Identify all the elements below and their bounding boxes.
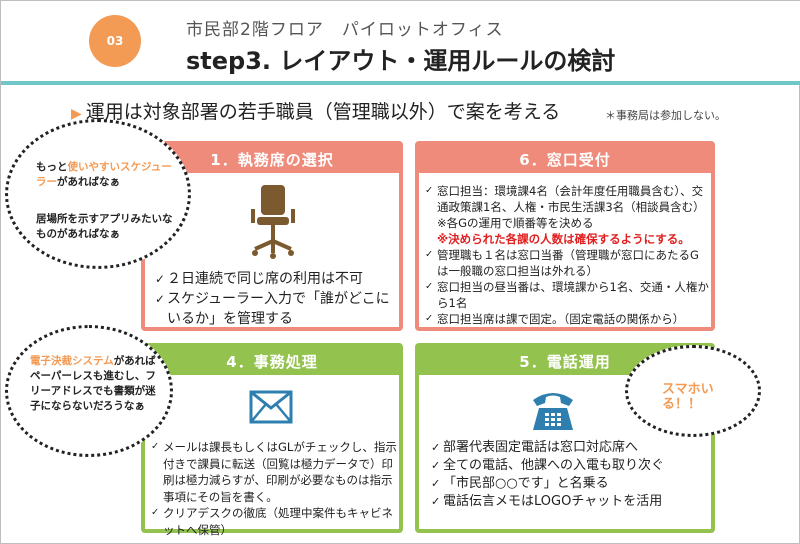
panel-paperwork: 4．事務処理 メールは課長もしくはGLがチェックし、指示付きで課員に転送（回覧は… [141, 343, 403, 537]
cloud-text: スマホいる！！ [662, 382, 714, 412]
list-item: スケジューラー入力で「誰がどこにいるか」を管理する [155, 289, 399, 329]
header-rule [1, 81, 800, 85]
cloud-text: もっと使いやすいスケジューラーがあればなぁ [36, 160, 176, 190]
office-chair-icon [245, 183, 301, 259]
thought-cloud-e-approval: 電子決裁システムがあればペーパーレスも進むし、フリーアドレスでも書類が迷子になら… [5, 325, 173, 457]
list-alert: ※決められた各課の人数は確保するようにする。 [437, 232, 690, 246]
lead-line: ▶運用は対象部署の若手職員（管理職以外）で案を考える [71, 97, 560, 124]
list-item: メールは課長もしくはGLがチェックし、指示付きで課員に転送（回覧は極力データで）… [151, 439, 399, 505]
list-item: 電話伝言メモはLOGOチャットを活用 [431, 493, 707, 511]
cloud-highlight: 使いやすいスケジューラー [36, 161, 172, 188]
rule-list: ２日連続で同じ席の利用は不可 スケジューラー入力で「誰がどこにいるか」を管理する [155, 269, 399, 329]
rule-list: 窓口担当：環境課4名（会計年度任用職員含む）、交通政策課1名、人権・市民生活課3… [425, 183, 709, 327]
page-number-badge: 03 [89, 15, 141, 67]
list-item: 窓口担当席は課で固定。（固定電話の関係から） [425, 311, 709, 327]
thought-cloud-smartphone: スマホいる！！ [625, 345, 761, 437]
cloud-text-part: があればなぁ [57, 176, 120, 188]
lead-note: ＊事務局は参加しない。 [605, 109, 726, 122]
panel-seat-selection: 1．執務席の選択 ２日連続で同じ席の利用は不可 スケジューラー入力で「誰がどこに… [141, 141, 403, 331]
list-item: 全ての電話、他課への入電も取り次ぐ [431, 457, 707, 475]
list-item: 管理職も１名は窓口当番（管理職が窓口にあたるGは一般職の窓口担当は外れる） [425, 247, 709, 279]
panel-title: 6．窓口受付 [419, 145, 711, 173]
panel-title: 1．執務席の選択 [145, 145, 399, 173]
rule-list: 部署代表固定電話は窓口対応席へ 全ての電話、他課への入電も取り次ぐ 「市民部○○… [431, 439, 707, 511]
list-item: 「市民部○○です」と名乗る [431, 475, 707, 493]
triangle-marker-icon: ▶ [71, 106, 82, 122]
list-item: ２日連続で同じ席の利用は不可 [155, 269, 399, 289]
list-subnote: ※各Gの運用で順番等を決める [437, 216, 594, 230]
list-item: クリアデスクの徹底（処理中案件もキャビネットへ保管） [151, 505, 399, 538]
panel-counter-reception: 6．窓口受付 窓口担当：環境課4名（会計年度任用職員含む）、交通政策課1名、人権… [415, 141, 715, 331]
list-item: 窓口担当：環境課4名（会計年度任用職員含む）、交通政策課1名、人権・市民生活課3… [425, 183, 709, 215]
cloud-text: 居場所を示すアプリみたいなものがあればなぁ [36, 213, 173, 240]
list-item: 部署代表固定電話は窓口対応席へ [431, 439, 707, 457]
page-subtitle: 市民部2階フロア パイロットオフィス [186, 20, 504, 40]
envelope-icon [249, 387, 293, 427]
rule-list: メールは課長もしくはGLがチェックし、指示付きで課員に転送（回覧は極力データで）… [151, 439, 399, 538]
thought-cloud-scheduler: もっと使いやすいスケジューラーがあればなぁ 居場所を示すアプリみたいなものがあれ… [5, 119, 191, 269]
lead-text: 運用は対象部署の若手職員（管理職以外）で案を考える [85, 101, 561, 123]
list-item: 窓口担当の昼当番は、環境課から1名、交通・人権から1名 [425, 279, 709, 311]
telephone-icon [529, 387, 577, 433]
cloud-highlight: 電子決裁システム [30, 355, 114, 367]
cloud-text-part: もっと [36, 161, 68, 173]
cloud-text-part: があればペーパーレスも進むし、フリーアドレスでも書類が迷子にならないだろうなぁ [30, 355, 156, 412]
cloud-text: 電子決裁システムがあればペーパーレスも進むし、フリーアドレスでも書類が迷子になら… [30, 354, 160, 414]
page-title: step3. レイアウト・運用ルールの検討 [186, 47, 616, 75]
panel-title: 4．事務処理 [145, 347, 399, 375]
